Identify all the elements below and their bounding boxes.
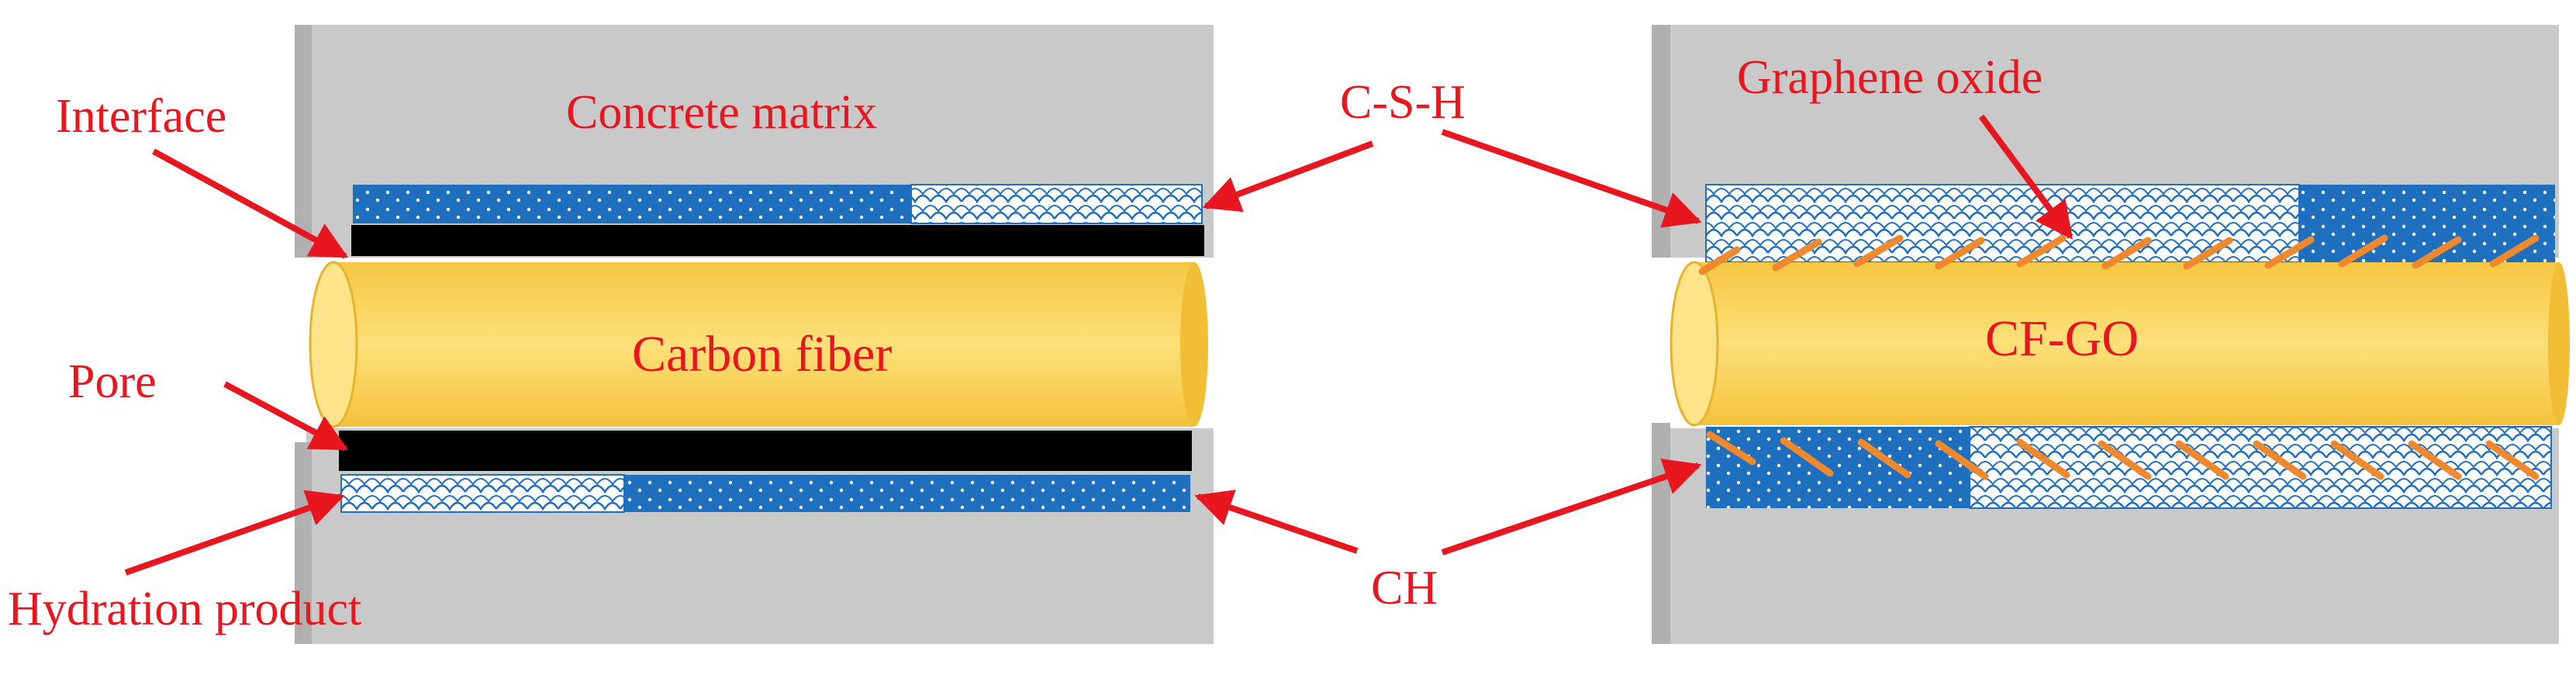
right-bottom-csh-layer — [1969, 426, 2552, 509]
ch-right-arrow — [1441, 459, 1702, 556]
left-bottom-csh-layer — [340, 474, 625, 513]
cf-go-label: CF-GO — [1985, 310, 2139, 367]
graphene-oxide-arrow — [1978, 114, 2074, 240]
left-panel — [295, 25, 1214, 644]
concrete-matrix-label: Concrete matrix — [566, 86, 877, 139]
csh-right-arrow — [1441, 129, 1702, 228]
csh-left-arrow — [1202, 140, 1374, 213]
hydration-product-arrow — [124, 490, 345, 576]
pore-arrow — [223, 381, 349, 452]
left-top-ch-layer — [353, 185, 911, 223]
ch-left-arrow — [1194, 490, 1359, 554]
left-top-pore — [351, 225, 1204, 256]
pore-label: Pore — [68, 355, 157, 408]
graphene-oxide-sheets-top — [1698, 234, 2540, 275]
interface-label: Interface — [56, 90, 226, 143]
graphene-oxide-label: Graphene oxide — [1737, 51, 2042, 104]
left-bottom-pore — [339, 431, 1192, 471]
left-top-csh-layer — [910, 184, 1203, 224]
right-bottom-ch-layer — [1706, 427, 1970, 508]
arrows — [124, 114, 2074, 576]
left-carbon-fiber — [309, 261, 1208, 428]
ch-label: CH — [1371, 562, 1438, 614]
right-panel — [1652, 25, 2570, 644]
interface-arrow — [152, 148, 349, 259]
left-bottom-ch-layer — [624, 475, 1190, 512]
carbon-fiber-label: Carbon fiber — [632, 326, 892, 382]
graphene-oxide-sheets-bottom — [1706, 431, 2540, 480]
csh-label: C-S-H — [1340, 76, 1466, 129]
right-cf-go-fiber — [1670, 261, 2570, 427]
hydration-product-label: Hydration product — [8, 583, 361, 635]
